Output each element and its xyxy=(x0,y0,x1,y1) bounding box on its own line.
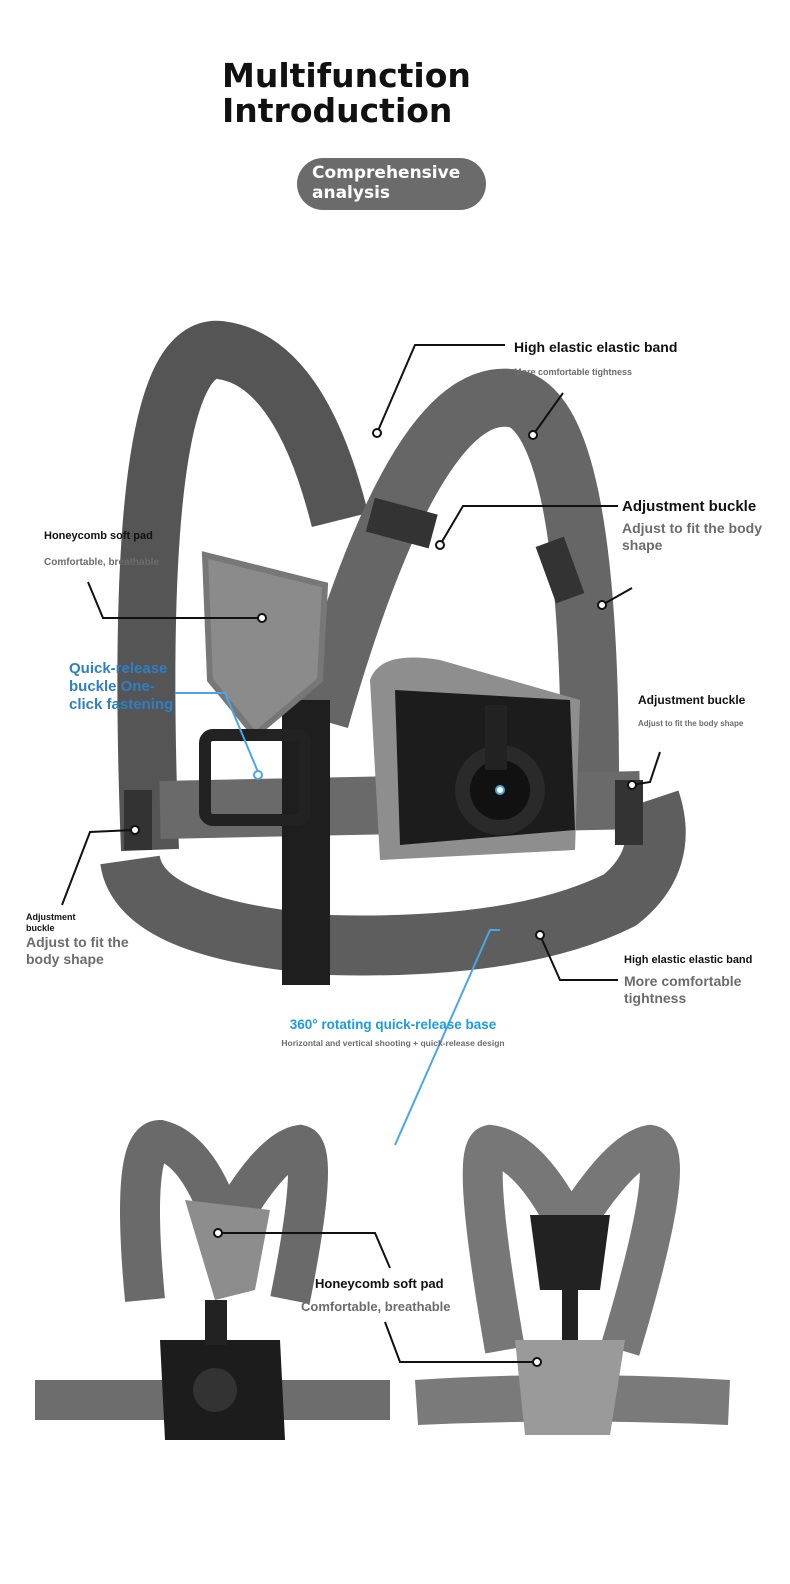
page-title: Multifunction Introduction xyxy=(222,58,471,128)
title-line-1: Multifunction xyxy=(222,56,471,95)
callout-adjustment-buckle-side: Adjustment buckle Adjust to fit the body… xyxy=(638,693,746,728)
callout-adjustment-buckle-shoulder: Adjustment buckle Adjust to fit the body… xyxy=(622,498,762,553)
callout-honeycomb-pad: Honeycomb soft pad Comfortable, breathab… xyxy=(44,530,160,568)
callout-honeycomb-pad-bottom: Honeycomb soft pad Comfortable, breathab… xyxy=(301,1276,451,1314)
callout-lines xyxy=(61,344,661,981)
callout-elastic-band-waist: High elastic elastic band More comfortab… xyxy=(624,954,753,1006)
blue-callout-lines xyxy=(175,692,500,1146)
callout-rotating-base: 360° rotating quick-release base Horizon… xyxy=(281,1017,505,1048)
callout-quick-release-buckle: Quick-release buckle One-click fastening xyxy=(69,660,174,713)
section-badge: Comprehensive analysis xyxy=(297,158,486,210)
bottom-callout-dots xyxy=(213,1228,542,1367)
callout-adjustment-buckle-waist: Adjustment buckle Adjust to fit the body… xyxy=(26,912,129,967)
bottom-callout-lines xyxy=(218,1232,537,1363)
callout-elastic-band-top: High elastic elastic band More comfortab… xyxy=(514,339,678,377)
back-view-harness xyxy=(415,1124,730,1435)
front-view-harness xyxy=(35,1119,390,1440)
title-line-2: Introduction xyxy=(222,91,453,130)
main-harness xyxy=(100,320,686,985)
callout-dots xyxy=(130,428,637,940)
